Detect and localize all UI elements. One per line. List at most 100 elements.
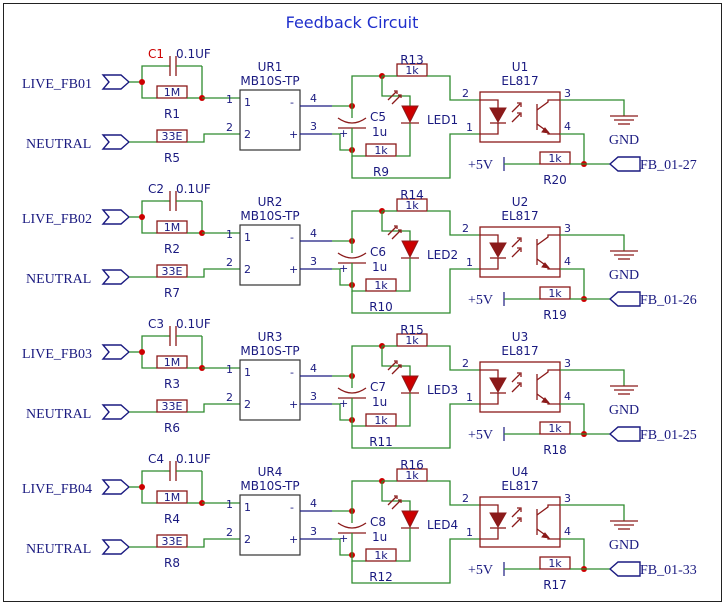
neutral-net-label: NEUTRAL bbox=[26, 272, 91, 287]
r13-to-opto-wire bbox=[427, 75, 480, 101]
resistor-in bbox=[156, 355, 188, 369]
bridge-pin-1-inner: 1 bbox=[244, 231, 251, 244]
r9-right-wire bbox=[396, 285, 411, 292]
resistor-neutral-value: 33E bbox=[162, 265, 183, 278]
bridge-minus-sign: - bbox=[290, 96, 294, 109]
optocoupler-part: EL817 bbox=[501, 74, 538, 88]
optocoupler-part: EL817 bbox=[501, 209, 538, 223]
cap-in-value: 0.1UF bbox=[176, 317, 211, 331]
resistor-top-value: 1k bbox=[405, 469, 419, 482]
led-arrows bbox=[387, 90, 402, 105]
opto-led-triangle bbox=[489, 242, 507, 259]
led-return-wire bbox=[351, 133, 480, 179]
resistor-in-value: 1M bbox=[164, 86, 181, 99]
bridge-pin-4: 4 bbox=[310, 497, 317, 510]
resistor-pullup-value: 1k bbox=[548, 287, 562, 300]
resistor-bottom bbox=[365, 143, 397, 157]
neutral-net-label: NEUTRAL bbox=[26, 407, 91, 422]
resistor-neutral-ref: R8 bbox=[164, 556, 180, 570]
opto-collector bbox=[536, 234, 560, 246]
bridge-pin-2-inner: 2 bbox=[244, 398, 251, 411]
c-in-left-wire bbox=[141, 335, 164, 352]
cap-out-plus-sign: + bbox=[339, 127, 348, 140]
led-return-wire bbox=[351, 403, 480, 449]
opto-pin-4: 4 bbox=[564, 255, 571, 268]
live-junction-dot bbox=[139, 214, 145, 220]
resistor-bottom-value: 1k bbox=[374, 549, 388, 562]
resistor-pullup-value: 1k bbox=[548, 557, 562, 570]
live-input-port bbox=[101, 479, 131, 495]
opto-emitter-arrow bbox=[541, 397, 551, 404]
bridge-rectifier-body bbox=[239, 494, 301, 556]
r13-to-opto-wire bbox=[427, 480, 480, 506]
gnd-label: GND bbox=[609, 133, 639, 148]
resistor-top-value: 1k bbox=[405, 334, 419, 347]
resistor-top bbox=[396, 468, 428, 482]
led-ref: LED1 bbox=[427, 113, 458, 127]
resistor-bottom-value: 1k bbox=[374, 144, 388, 157]
bridge-pin-4: 4 bbox=[310, 362, 317, 375]
r13-to-opto-wire bbox=[427, 210, 480, 236]
fb-net-label: FB_01-26 bbox=[640, 293, 697, 308]
resistor-top-ref: R16 bbox=[400, 458, 424, 472]
opto-light-arrows bbox=[511, 102, 522, 123]
live-junction-dot bbox=[139, 79, 145, 85]
r-in-left-wire bbox=[141, 82, 157, 99]
bridge-part: MB10S-TP bbox=[240, 209, 299, 223]
opto-pin-3: 3 bbox=[564, 87, 571, 100]
bridge-pin-2-inner: 2 bbox=[244, 263, 251, 276]
plus-bus-wire bbox=[332, 133, 352, 151]
led-ref: LED4 bbox=[427, 518, 458, 532]
resistor-pullup-ref: R20 bbox=[543, 173, 567, 187]
resistor-pullup bbox=[539, 556, 571, 570]
resistor-in-value: 1M bbox=[164, 356, 181, 369]
r13-to-opto-wire bbox=[427, 345, 480, 371]
resistor-bottom-ref: R10 bbox=[369, 300, 393, 314]
bridge-pin-1-inner: 1 bbox=[244, 366, 251, 379]
cap-in-ref: C1 bbox=[148, 47, 164, 61]
fb-output-port bbox=[608, 426, 641, 442]
led-triangle bbox=[401, 375, 419, 394]
opto-emitter-arrow bbox=[541, 127, 551, 134]
resistor-pullup-ref: R17 bbox=[543, 578, 567, 592]
cap-out-value: 1u bbox=[372, 125, 387, 139]
optocoupler-ref: U4 bbox=[512, 465, 528, 479]
resistor-top-ref: R13 bbox=[400, 53, 424, 67]
r-in-left-wire bbox=[141, 217, 157, 234]
opto-pin-1: 1 bbox=[466, 526, 473, 539]
bridge-part: MB10S-TP bbox=[240, 74, 299, 88]
resistor-pullup bbox=[539, 421, 571, 435]
resistor-bottom-ref: R11 bbox=[369, 435, 393, 449]
schematic-title: Feedback Circuit bbox=[286, 13, 419, 32]
cap-out-curved-plate bbox=[337, 387, 367, 394]
led-anode-wire bbox=[381, 481, 411, 511]
bridge-rectifier-body bbox=[239, 224, 301, 286]
bridge-in2-wire bbox=[187, 268, 240, 278]
resistor-in-ref: R3 bbox=[164, 377, 180, 391]
r9-right-wire bbox=[396, 420, 411, 427]
c-in-left-wire bbox=[141, 200, 164, 217]
bridge-part: MB10S-TP bbox=[240, 479, 299, 493]
resistor-pullup bbox=[539, 286, 571, 300]
resistor-bottom-value: 1k bbox=[374, 414, 388, 427]
opto-anode-lead bbox=[480, 504, 499, 513]
bridge-in2-wire bbox=[187, 403, 240, 413]
c-in-left-wire bbox=[141, 470, 164, 487]
optocoupler-body bbox=[479, 496, 561, 548]
optocoupler-body bbox=[479, 91, 561, 143]
plus-bus-wire bbox=[332, 403, 352, 421]
emitter-wire bbox=[560, 403, 585, 434]
opto-emitter-arrow bbox=[541, 262, 551, 269]
emitter-wire bbox=[560, 538, 585, 569]
resistor-pullup-value: 1k bbox=[548, 422, 562, 435]
resistor-top bbox=[396, 198, 428, 212]
gnd-label: GND bbox=[609, 403, 639, 418]
live-input-port bbox=[101, 209, 131, 225]
gnd-label: GND bbox=[609, 538, 639, 553]
opto-pin-4: 4 bbox=[564, 390, 571, 403]
bridge-pin-4: 4 bbox=[310, 92, 317, 105]
resistor-bottom bbox=[365, 548, 397, 562]
opto-led-triangle bbox=[489, 377, 507, 394]
bridge-in2-wire bbox=[187, 133, 240, 143]
